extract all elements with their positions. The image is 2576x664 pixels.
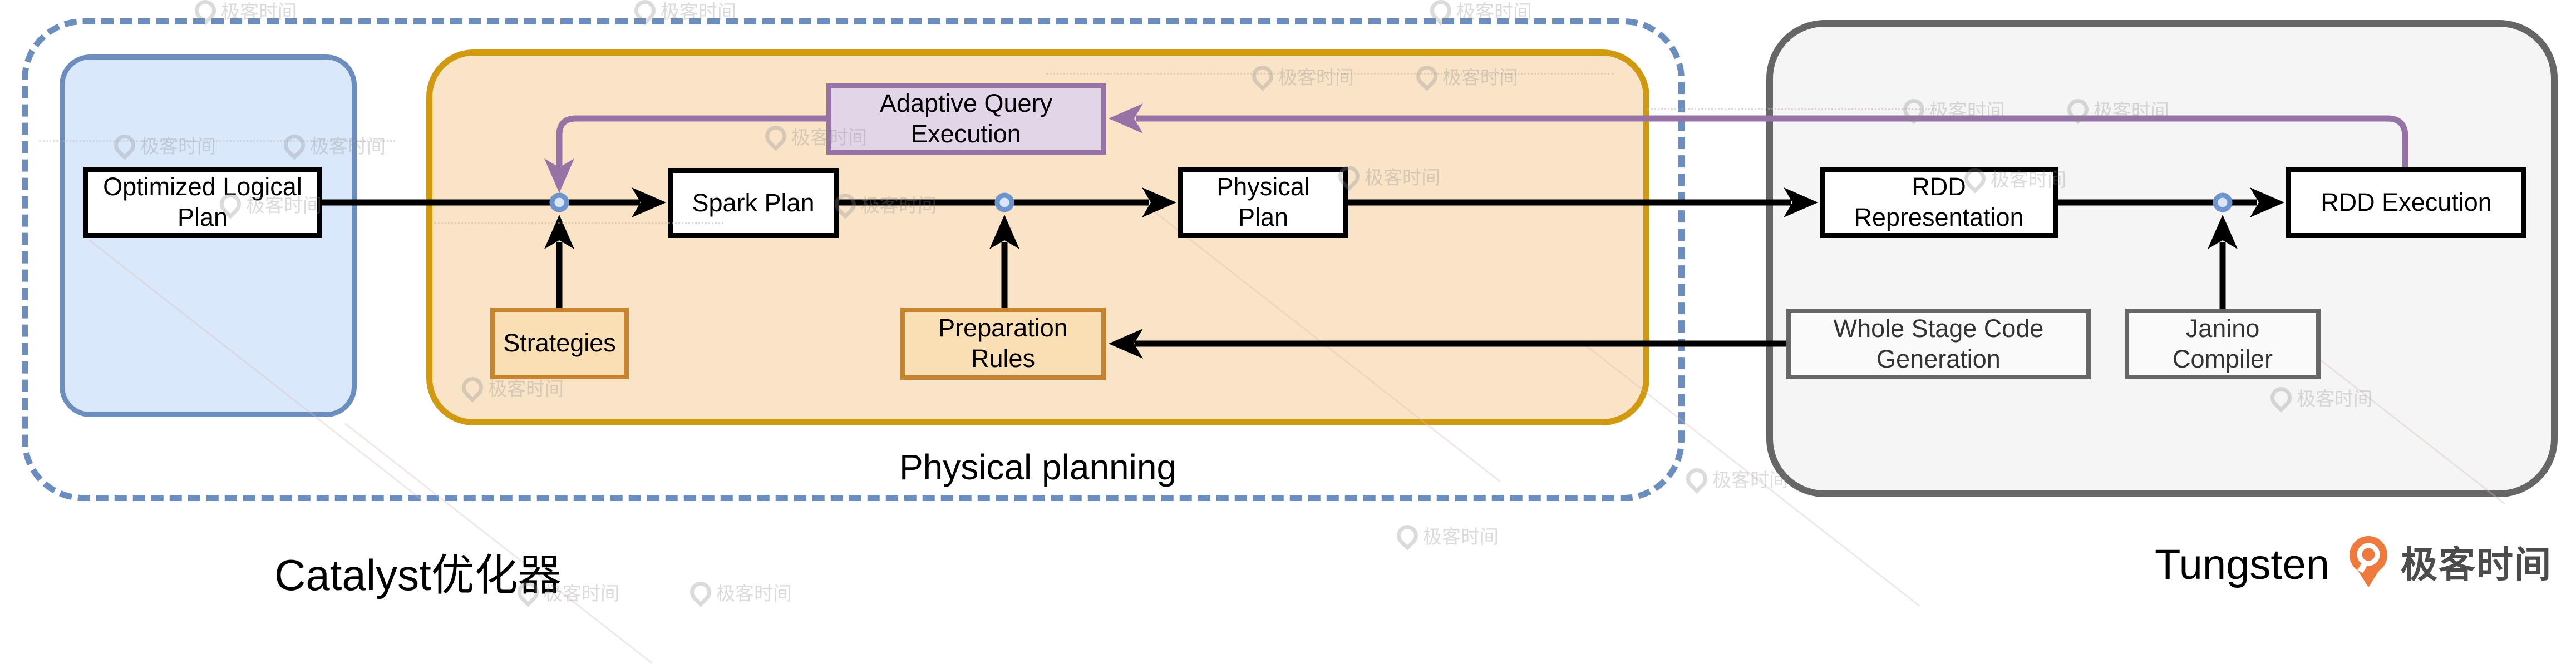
node-optimized-logical-plan: Optimized Logical Plan [83, 167, 322, 238]
arrowhead-preparation-junction [989, 215, 1019, 249]
junction-dot-rdd-execution-input [2213, 192, 2233, 212]
arrowhead-into-physical-plan [1142, 187, 1176, 217]
node-label: Spark Plan [692, 188, 815, 217]
node-label: RDD Execution [2321, 187, 2492, 216]
arrowhead-into-preparation-rules [1109, 329, 1143, 359]
geektime-logo-text: 极客时间 [2401, 544, 2552, 585]
connector-layer [322, 103, 2408, 359]
catalyst-optimizer-container [22, 18, 1685, 501]
arrow-aqe-to-spark-plan-junction [556, 115, 826, 167]
node-janino-compiler: Janino Compiler [2125, 309, 2321, 379]
node-label: Physical Plan [1216, 172, 1310, 231]
node-rdd-representation: RDD Representation [1820, 167, 2058, 238]
geektime-logo: 极客时间 [2348, 535, 2552, 588]
spark-catalyst-tungsten-diagram: { "containers": { "catalyst": { "label":… [22, 0, 2558, 664]
node-label: Whole Stage Code Generation [1833, 314, 2044, 373]
node-label: RDD Representation [1854, 172, 2024, 231]
node-label: Janino Compiler [2172, 314, 2273, 373]
arrowhead-strategies-junction [544, 215, 574, 249]
arrow-rdd-execution-to-aqe [1136, 115, 2408, 167]
arrowhead-into-rdd-execution [2250, 187, 2284, 217]
node-label: Preparation Rules [938, 314, 1068, 373]
node-label: Strategies [503, 329, 616, 358]
node-adaptive-query-execution: Adaptive Query Execution [826, 83, 1106, 155]
physical-planning-label: Physical planning [899, 447, 1177, 487]
catalyst-optimizer-label: Catalyst优化器 [274, 551, 562, 599]
arrowhead-aqe-down [544, 158, 574, 193]
node-label: Adaptive Query Execution [879, 89, 1053, 148]
node-strategies: Strategies [490, 308, 629, 379]
tungsten-label: Tungsten [2155, 541, 2330, 588]
node-physical-plan: Physical Plan [1178, 167, 1348, 238]
arrowhead-into-spark-plan [632, 187, 666, 217]
junction-dot-spark-plan-input [549, 192, 569, 212]
geektime-pin-icon [2350, 536, 2387, 587]
node-rdd-execution: RDD Execution [2286, 167, 2526, 238]
node-label: Optimized Logical Plan [103, 172, 302, 231]
arrowhead-janino-junction [2208, 215, 2238, 249]
node-spark-plan: Spark Plan [668, 168, 839, 238]
node-preparation-rules: Preparation Rules [900, 308, 1106, 380]
arrowhead-into-rdd-representation [1784, 187, 1818, 217]
node-whole-stage-code-generation: Whole Stage Code Generation [1786, 309, 2091, 379]
junction-dot-physical-plan-input [994, 192, 1014, 212]
tungsten-container [1766, 20, 2558, 497]
arrowhead-into-aqe [1109, 103, 1143, 133]
